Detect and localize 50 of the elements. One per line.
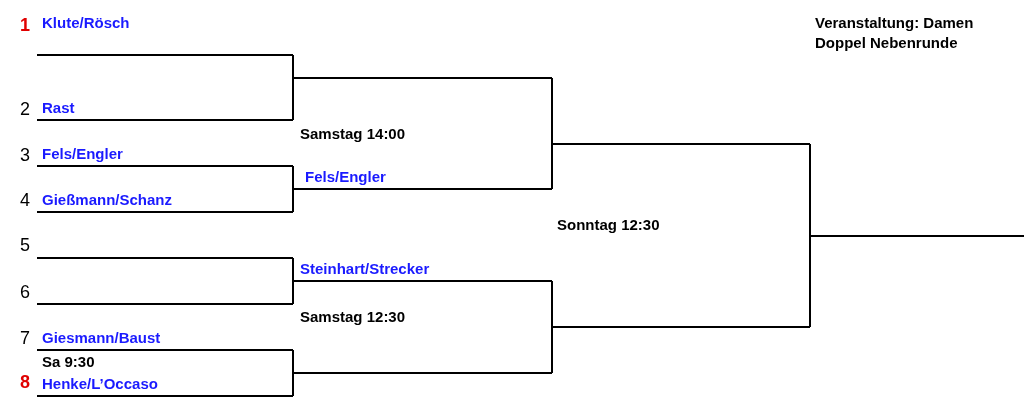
bracket-connector [292, 280, 294, 305]
bracket-connector [551, 77, 553, 145]
bracket-line [552, 326, 810, 328]
match-time: Samstag 12:30 [300, 308, 406, 325]
bracket-line [37, 101, 293, 121]
bracket-line [552, 143, 810, 145]
team-name: Giesmann/Baust [42, 329, 161, 346]
bracket-line [37, 375, 293, 397]
bracket-line [293, 171, 552, 190]
bracket-connector [292, 349, 294, 374]
team-name: Steinhart/Strecker [300, 260, 430, 277]
match-time: Sa 9:30 [42, 353, 95, 370]
team-name: Fels/Engler [305, 168, 386, 185]
seed-number: 3 [20, 145, 30, 165]
seed-number: 1 [20, 15, 30, 35]
team-name: Gießmann/Schanz [42, 191, 173, 208]
match-time: Samstag 14:00 [300, 125, 406, 142]
bracket-connector [809, 235, 811, 328]
bracket-line [37, 303, 293, 305]
bracket-line [37, 147, 293, 167]
bracket-line [293, 262, 552, 282]
event-title: Veranstaltung: Damen Doppel Nebenrunde [815, 13, 975, 53]
bracket-connector [809, 143, 811, 237]
seed-number: 2 [20, 99, 30, 119]
bracket-line [293, 77, 552, 79]
bracket-line [37, 193, 293, 213]
bracket-line [37, 14, 293, 56]
bracket-connector [292, 257, 294, 282]
bracket-line [810, 235, 1024, 237]
bracket-connector [292, 372, 294, 397]
bracket-connector [292, 77, 294, 121]
bracket-line [37, 257, 293, 259]
bracket-connector [551, 280, 553, 328]
bracket-connector [292, 188, 294, 213]
seed-number: 7 [20, 328, 30, 348]
bracket-connector [292, 54, 294, 79]
seed-number: 8 [20, 372, 30, 392]
bracket-connector [551, 326, 553, 374]
team-name: Rast [42, 99, 75, 116]
team-name: Klute/Rösch [42, 14, 130, 31]
team-name: Fels/Engler [42, 145, 123, 162]
seed-number: 6 [20, 282, 30, 302]
seed-number: 5 [20, 235, 30, 255]
match-time: Sonntag 12:30 [557, 216, 660, 233]
bracket-connector [551, 143, 553, 190]
bracket-line [37, 330, 293, 351]
bracket-line [293, 372, 552, 374]
seed-number: 4 [20, 190, 30, 210]
bracket-connector [292, 165, 294, 190]
team-name: Henke/L’Occaso [42, 375, 158, 392]
